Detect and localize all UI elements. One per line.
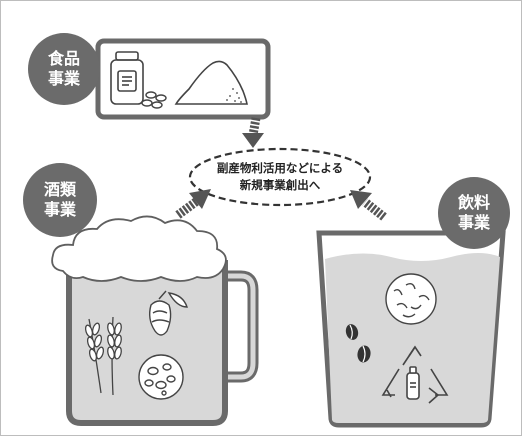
tablets-icon bbox=[141, 91, 167, 109]
coffee-beans-icon bbox=[345, 324, 371, 363]
beer-foam bbox=[51, 215, 227, 282]
center-line1: 副産物利活用などによる bbox=[216, 161, 344, 175]
arrow-food-to-center bbox=[242, 117, 264, 148]
arrow-beverage-to-center bbox=[350, 190, 387, 221]
center-goal-label: 副産物利活用などによる 新規事業創出へ bbox=[189, 151, 371, 203]
liquor-badge-line1: 酒類 bbox=[43, 180, 76, 199]
hops-icon bbox=[148, 290, 188, 336]
recycle-bottle-icon bbox=[381, 345, 449, 404]
liquor-badge-line2: 事業 bbox=[43, 200, 76, 219]
beverage-badge-line1: 飲料 bbox=[457, 193, 490, 212]
center-ellipse bbox=[188, 147, 372, 207]
barley-icon bbox=[84, 316, 122, 396]
yeast-cells-icon bbox=[138, 354, 184, 400]
center-line2: 新規事業創出へ bbox=[239, 178, 321, 192]
bacteria-cells-icon bbox=[385, 273, 437, 325]
beverage-business-badge: 飲料 事業 bbox=[438, 177, 510, 249]
beverage-glass bbox=[316, 230, 506, 428]
powder-pile-icon bbox=[174, 60, 248, 105]
arrow-liquor-to-center bbox=[175, 189, 211, 219]
food-badge-line2: 事業 bbox=[47, 69, 80, 88]
beverage-badge-line2: 事業 bbox=[457, 213, 490, 232]
liquor-business-badge: 酒類 事業 bbox=[23, 163, 97, 237]
beverage-liquid bbox=[325, 253, 500, 423]
food-business-badge: 食品 事業 bbox=[28, 33, 100, 105]
supplement-bottle-icon bbox=[110, 51, 144, 105]
beer-mug bbox=[51, 215, 259, 426]
food-badge-line1: 食品 bbox=[47, 49, 80, 68]
food-panel bbox=[95, 38, 271, 120]
